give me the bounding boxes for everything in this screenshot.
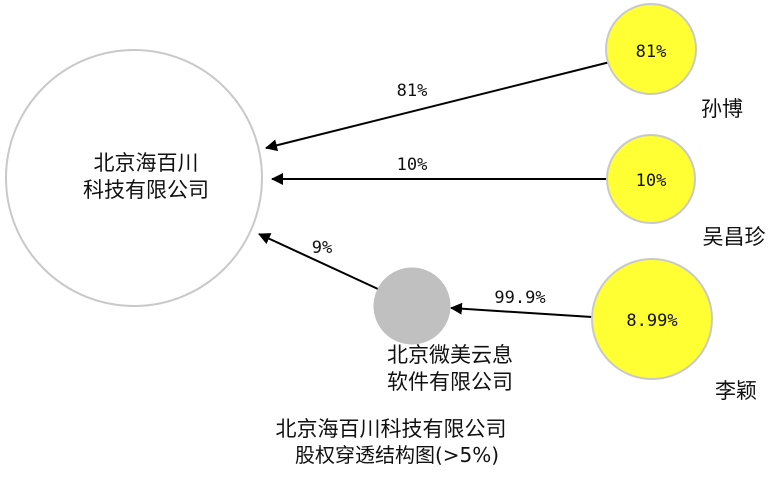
edge-labels: 81% 10% 9% 99.9% bbox=[312, 81, 546, 308]
caption-line1: 北京海百川科技有限公司 bbox=[276, 417, 507, 441]
node-person-sunbo: 81% 孙博 bbox=[605, 3, 743, 121]
main-company-circle bbox=[5, 49, 263, 307]
edge-liying-to-weimei bbox=[450, 302, 593, 318]
person-name-liying: 李颖 bbox=[715, 379, 757, 403]
person-badge-liying: 8.99% bbox=[626, 311, 677, 331]
node-main-company: 北京海百川 科技有限公司 bbox=[5, 49, 263, 307]
main-company-name-line2: 科技有限公司 bbox=[83, 178, 209, 202]
person-name-wuchangzhen: 吴昌珍 bbox=[703, 225, 766, 249]
edge-sunbo-to-main bbox=[265, 61, 611, 152]
person-circle-wuchangzhen bbox=[606, 134, 696, 224]
edge-label-wuchangzhen: 10% bbox=[397, 155, 428, 175]
person-circle-liying bbox=[591, 258, 713, 380]
edge-label-liying: 99.9% bbox=[494, 288, 545, 308]
edge-label-sunbo: 81% bbox=[397, 81, 428, 101]
edge-weimei-to-main bbox=[258, 233, 379, 290]
person-name-sunbo: 孙博 bbox=[701, 97, 743, 121]
person-badge-wuchangzhen: 10% bbox=[636, 171, 667, 191]
diagram-caption: 北京海百川科技有限公司 股权穿透结构图(>5%) bbox=[276, 417, 507, 467]
caption-line2: 股权穿透结构图(>5%) bbox=[295, 443, 499, 467]
main-company-name-line1: 北京海百川 bbox=[94, 151, 199, 175]
person-badge-sunbo: 81% bbox=[636, 42, 667, 62]
node-person-liying: 8.99% 李颖 bbox=[591, 258, 757, 403]
edges bbox=[258, 61, 611, 318]
node-sub-company-weimei: 北京微美云息 软件有限公司 bbox=[373, 267, 513, 394]
sub-company-name-line1: 北京微美云息 bbox=[387, 343, 513, 367]
edge-label-weimei: 9% bbox=[312, 238, 332, 258]
node-person-wuchangzhen: 10% 吴昌珍 bbox=[606, 134, 766, 249]
sub-company-name-line2: 软件有限公司 bbox=[387, 370, 513, 394]
person-circle-sunbo bbox=[605, 3, 697, 95]
sub-company-circle-weimei bbox=[373, 267, 451, 345]
